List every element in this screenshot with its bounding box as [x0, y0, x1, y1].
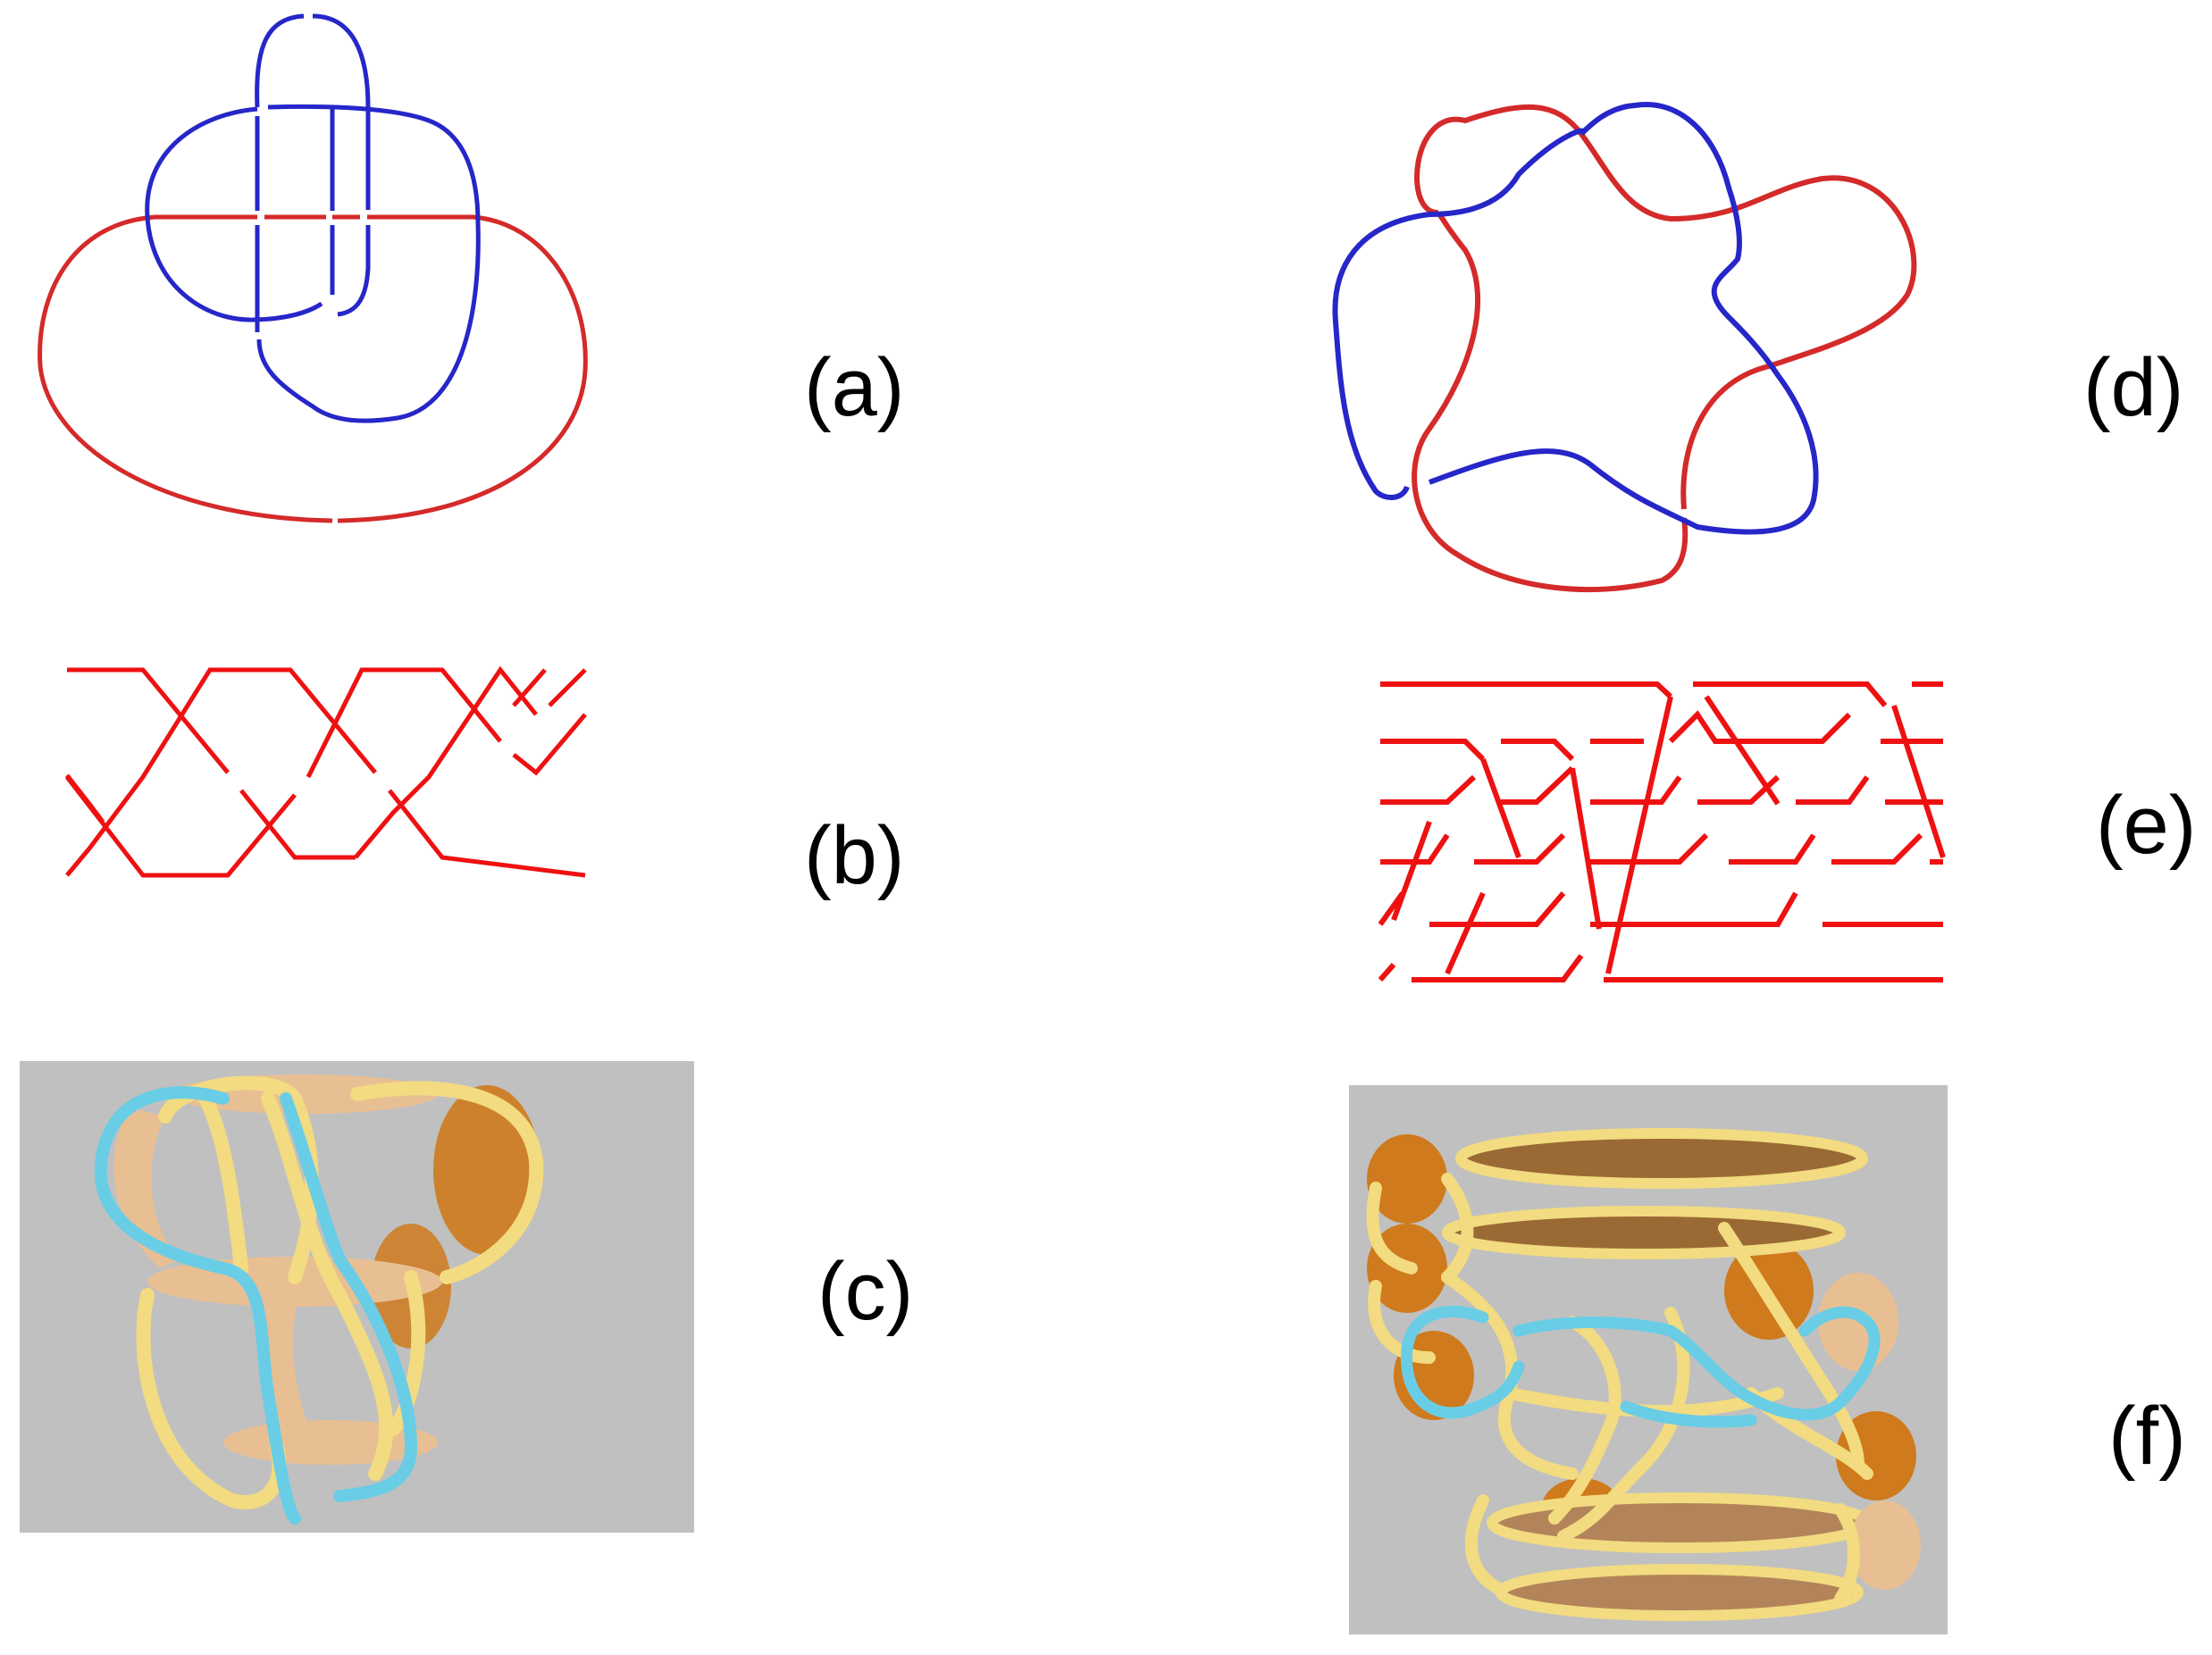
panel-label-b: (b)	[804, 810, 905, 901]
blue-loop-lower	[145, 216, 323, 322]
disk-second	[1442, 1206, 1846, 1259]
panel-e-braid	[1378, 681, 1946, 982]
yellow-tubes	[136, 1075, 544, 1509]
red-component	[1412, 104, 1917, 592]
cyan-tube	[94, 1086, 418, 1525]
braid-row-3	[1380, 765, 1943, 805]
blue-component	[1332, 102, 1819, 535]
disk-lower	[1487, 1492, 1873, 1553]
cyan-tube	[1400, 1306, 1881, 1428]
braid-row-6	[1378, 954, 1943, 982]
panel-label-f: (f)	[2108, 1391, 2186, 1482]
orange-surface	[1367, 1134, 1447, 1224]
tan-lobe	[1849, 1500, 1921, 1590]
braid-row-4	[1380, 832, 1943, 865]
disk-top	[1455, 1128, 1868, 1189]
panel-d-link-diagram	[1332, 102, 1917, 592]
orange-surface	[433, 1085, 540, 1255]
braid-strand-mid	[65, 667, 587, 878]
disk-bottom	[1496, 1564, 1864, 1621]
braid-row-5	[1378, 891, 1943, 927]
red-component	[38, 214, 588, 523]
braid-strand-extra	[354, 665, 587, 859]
panel-c-3d-render	[20, 1061, 694, 1533]
braid-diagonals	[1391, 695, 1946, 975]
panel-f-3d-render	[1349, 1085, 1948, 1634]
panel-label-d: (d)	[2083, 342, 2184, 433]
braid-strand-bottom	[65, 667, 586, 878]
panel-a-link-diagram	[38, 13, 588, 523]
panel-b-braid	[65, 665, 587, 878]
blue-oval	[255, 13, 371, 332]
panel-label-c: (c)	[817, 1246, 914, 1337]
panel-label-e: (e)	[2096, 780, 2197, 871]
blue-loop	[145, 104, 481, 423]
braid-strand-top	[67, 667, 356, 860]
panel-label-a: (a)	[804, 342, 905, 433]
braid-row-2	[1380, 710, 1943, 762]
braid-row-1	[1380, 681, 1943, 707]
